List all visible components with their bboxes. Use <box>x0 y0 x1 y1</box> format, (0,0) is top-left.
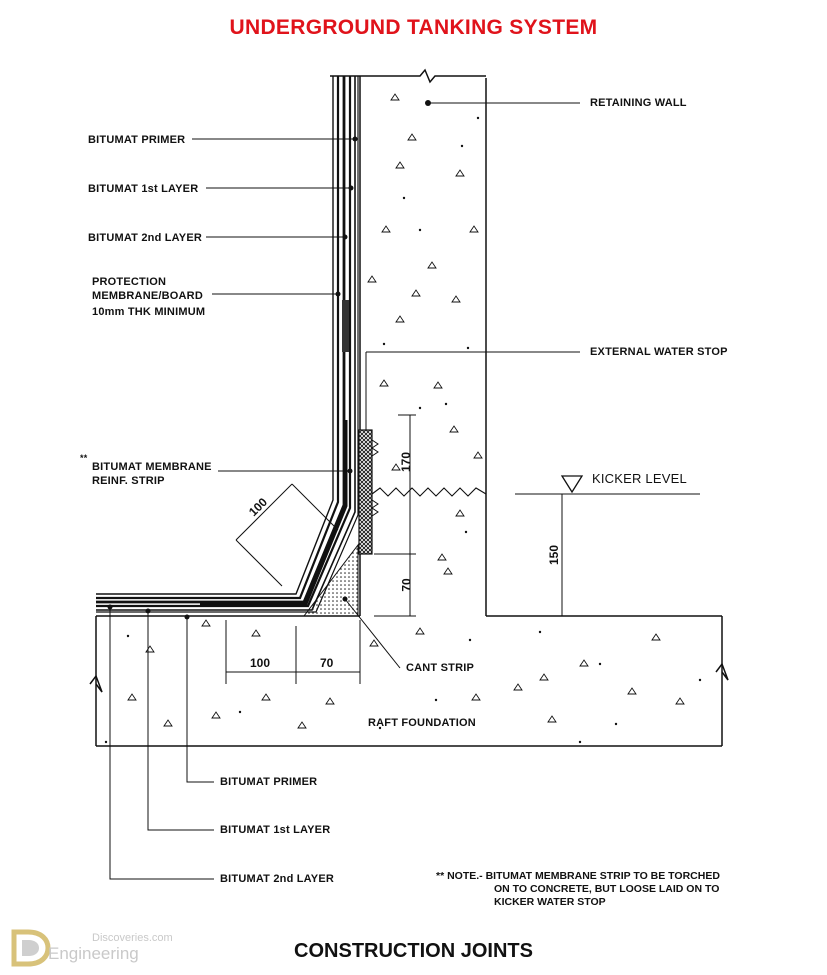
membrane-layers <box>96 76 359 613</box>
kicker-joint <box>371 487 487 497</box>
leader-lines <box>109 102 580 880</box>
note-line3: KICKER WATER STOP <box>494 896 606 908</box>
dim-vertical-150: 150 <box>547 544 562 566</box>
note-line1: ** NOTE.- BITUMAT MEMBRANE STRIP TO BE T… <box>436 870 720 882</box>
diagram-title: UNDERGROUND TANKING SYSTEM <box>229 16 598 39</box>
concrete-aggregate <box>127 93 685 729</box>
watermark-logo: Discoveries.com Engineering <box>8 928 208 968</box>
leader-dots <box>107 100 431 620</box>
label-reinf-line2: REINF. STRIP <box>92 475 165 487</box>
dimension-lines <box>225 414 700 684</box>
label-cant-strip: CANT STRIP <box>406 662 474 674</box>
dim-vertical-70: 70 <box>399 578 414 592</box>
label-bitumat-2nd-bottom: BITUMAT 2nd LAYER <box>220 873 335 885</box>
dim-horizontal-100: 100 <box>250 656 271 670</box>
watermark-bottom-text: Engineering <box>48 944 139 963</box>
label-bitumat-primer-top: BITUMAT PRIMER <box>88 134 186 146</box>
label-bitumat-primer-bottom: BITUMAT PRIMER <box>220 776 318 788</box>
watermark-logo-icon <box>11 929 51 967</box>
note-line2: ON TO CONCRETE, BUT LOOSE LAID ON TO <box>494 883 720 895</box>
label-raft-foundation: RAFT FOUNDATION <box>368 717 476 729</box>
footer-title: CONSTRUCTION JOINTS <box>294 940 533 962</box>
watermark-top-text: Discoveries.com <box>92 932 173 944</box>
kicker-level-marker <box>560 475 584 494</box>
label-reinf-line1: BITUMAT MEMBRANE <box>92 461 212 473</box>
dim-horizontal-70: 70 <box>320 656 334 670</box>
concrete-specks <box>104 116 702 744</box>
label-bitumat-1st-top: BITUMAT 1st LAYER <box>88 183 199 195</box>
water-stop <box>358 429 373 555</box>
label-external-water-stop: EXTERNAL WATER STOP <box>590 346 728 358</box>
label-bitumat-2nd-top: BITUMAT 2nd LAYER <box>88 232 203 244</box>
label-bitumat-1st-bottom: BITUMAT 1st LAYER <box>220 824 331 836</box>
label-kicker-level: KICKER LEVEL <box>592 471 687 486</box>
dim-vertical-170: 170 <box>399 451 414 473</box>
label-protection-line1: PROTECTION <box>92 276 167 288</box>
label-retaining-wall: RETAINING WALL <box>590 97 687 109</box>
label-protection-line2: MEMBRANE/BOARD <box>92 290 203 302</box>
label-reinf-marker: ** <box>80 453 88 463</box>
label-protection-line3: 10mm THK MINIMUM <box>92 306 206 318</box>
construction-note: ** NOTE.- BITUMAT MEMBRANE STRIP TO BE T… <box>436 870 720 909</box>
retaining-wall-outline <box>89 68 729 747</box>
